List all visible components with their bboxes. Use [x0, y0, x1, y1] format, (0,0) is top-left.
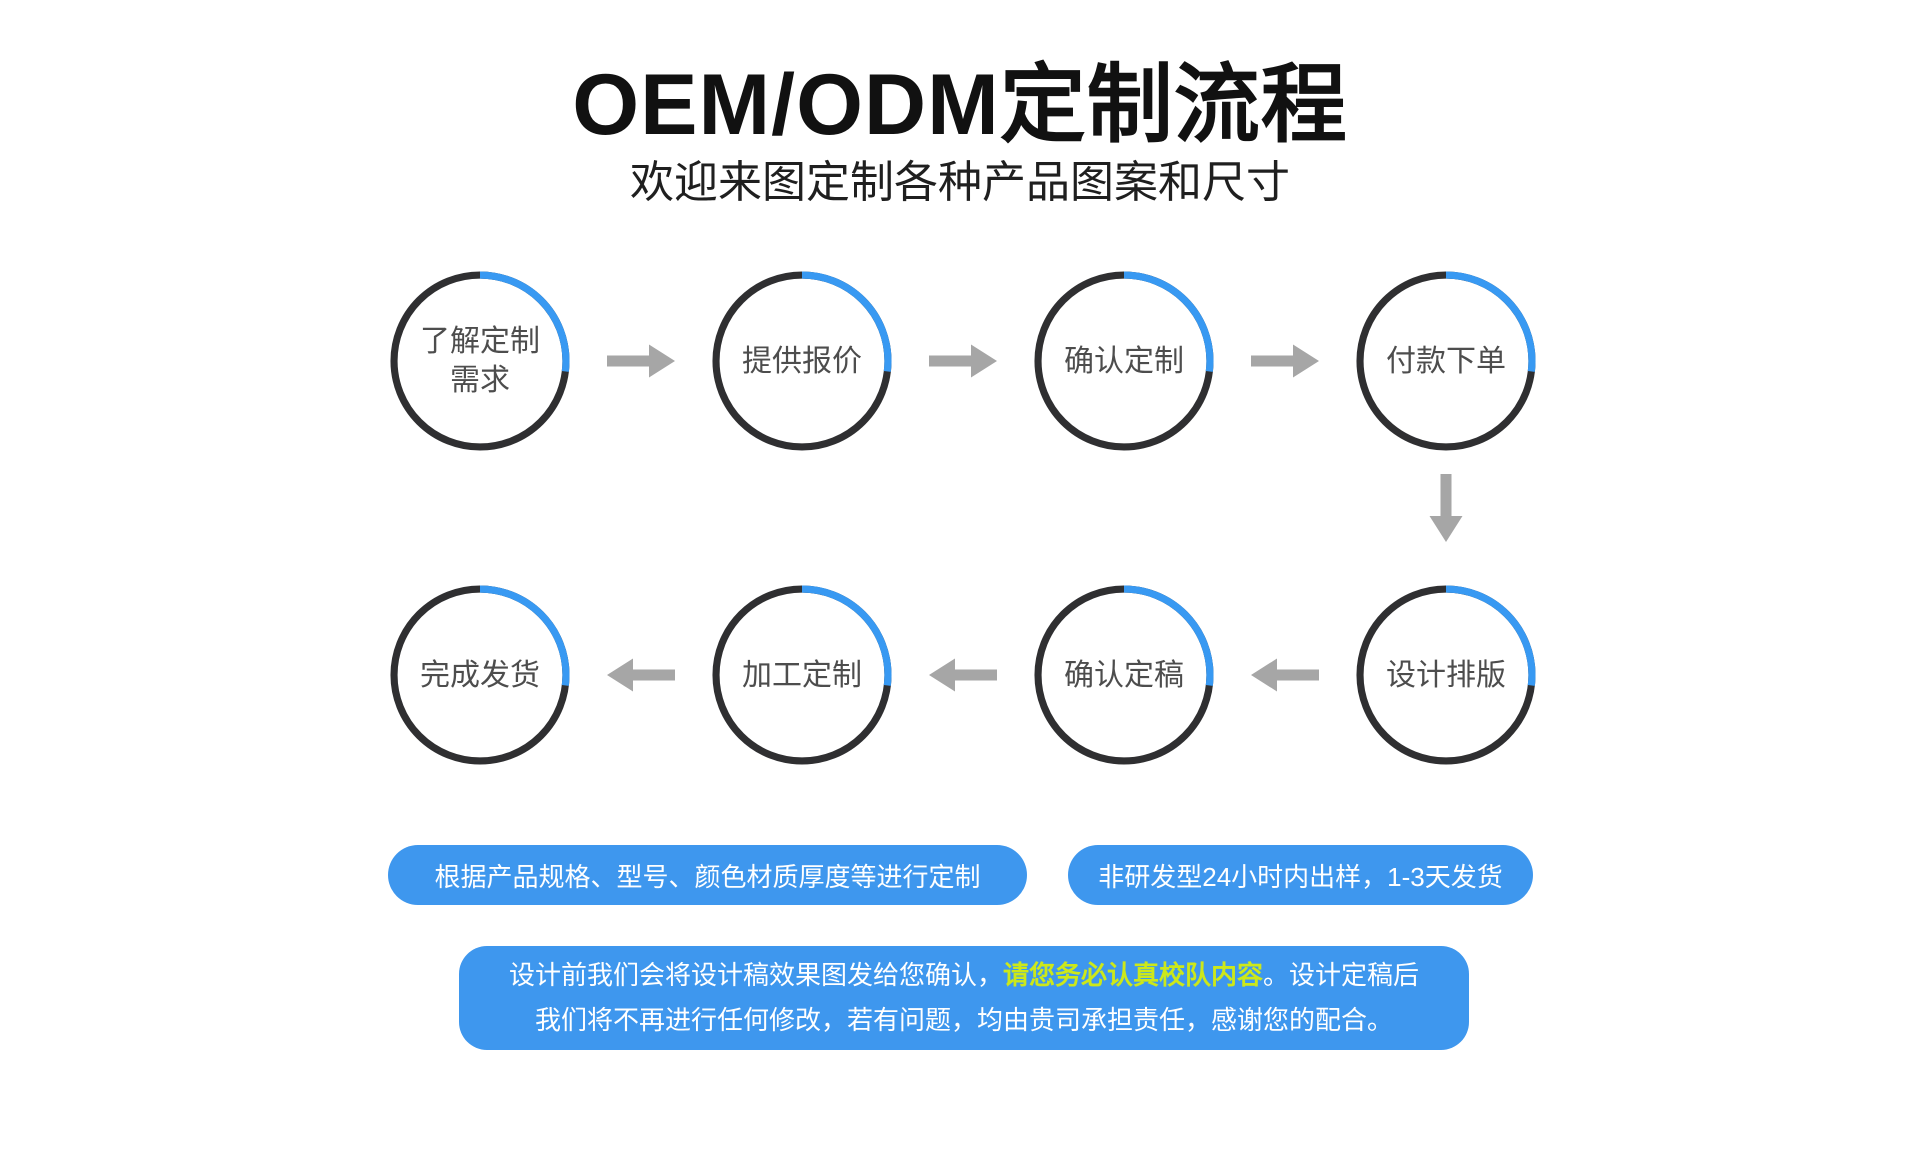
notice-line-1: 设计前我们会将设计稿效果图发给您确认，请您务必认真校队内容。设计定稿后 [509, 953, 1419, 998]
flow-step-design-layout: 设计排版 [1351, 580, 1541, 770]
sample-leadtime-pill: 非研发型24小时内出样，1-3天发货 [1068, 845, 1533, 905]
flow-step-label: 付款下单 [1386, 344, 1506, 378]
notice-text-post: 。设计定稿后 [1263, 960, 1420, 990]
flow-step-pay-order: 付款下单 [1351, 266, 1541, 456]
flow-step-label: 设计排版 [1386, 658, 1506, 692]
page-title: OEM/ODM定制流程 [572, 57, 1348, 153]
progress-ring-icon [1034, 585, 1214, 765]
flow-step-label: 确认定制 [1064, 344, 1184, 378]
flow-step-label: 提供报价 [742, 344, 862, 378]
progress-ring-icon [390, 271, 570, 451]
arrow-right-icon [1251, 344, 1319, 378]
progress-ring-icon [390, 585, 570, 765]
progress-ring-icon [712, 585, 892, 765]
progress-ring-icon [1356, 271, 1536, 451]
spec-info-pill: 根据产品规格、型号、颜色材质厚度等进行定制 [388, 845, 1027, 905]
spec-info-pill-label: 根据产品规格、型号、颜色材质厚度等进行定制 [434, 861, 981, 892]
sample-leadtime-pill-label: 非研发型24小时内出样，1-3天发货 [1098, 861, 1503, 892]
flow-step-quote: 提供报价 [707, 266, 897, 456]
progress-ring-icon [1356, 585, 1536, 765]
flow-step-understand-needs: 了解定制需求 [385, 266, 575, 456]
progress-ring-icon [712, 271, 892, 451]
arrow-down-icon [1429, 474, 1463, 542]
flow-step-confirm-final-draft: 确认定稿 [1029, 580, 1219, 770]
progress-ring-icon [1034, 271, 1214, 451]
arrow-left-icon [607, 658, 675, 692]
flow-step-label: 加工定制 [742, 658, 862, 692]
arrow-right-icon [607, 344, 675, 378]
flow-step-label: 了解定制需求 [420, 325, 540, 397]
arrow-right-icon [929, 344, 997, 378]
flow-step-label: 确认定稿 [1064, 658, 1184, 692]
flow-step-ship: 完成发货 [385, 580, 575, 770]
flow-step-confirm-custom: 确认定制 [1029, 266, 1219, 456]
notice-line-2: 我们将不再进行任何修改，若有问题，均由贵司承担责任，感谢您的配合。 [534, 1005, 1393, 1035]
arrow-left-icon [1251, 658, 1319, 692]
flow-step-label: 完成发货 [420, 658, 540, 692]
notice-text-pre: 设计前我们会将设计稿效果图发给您确认， [508, 960, 1003, 990]
notice-text-highlight: 请您务必认真校队内容 [1002, 960, 1263, 990]
page-subtitle: 欢迎来图定制各种产品图案和尺寸 [630, 158, 1290, 207]
flow-step-processing: 加工定制 [707, 580, 897, 770]
proofread-notice-box: 设计前我们会将设计稿效果图发给您确认，请您务必认真校队内容。设计定稿后 我们将不… [459, 946, 1469, 1050]
arrow-left-icon [929, 658, 997, 692]
